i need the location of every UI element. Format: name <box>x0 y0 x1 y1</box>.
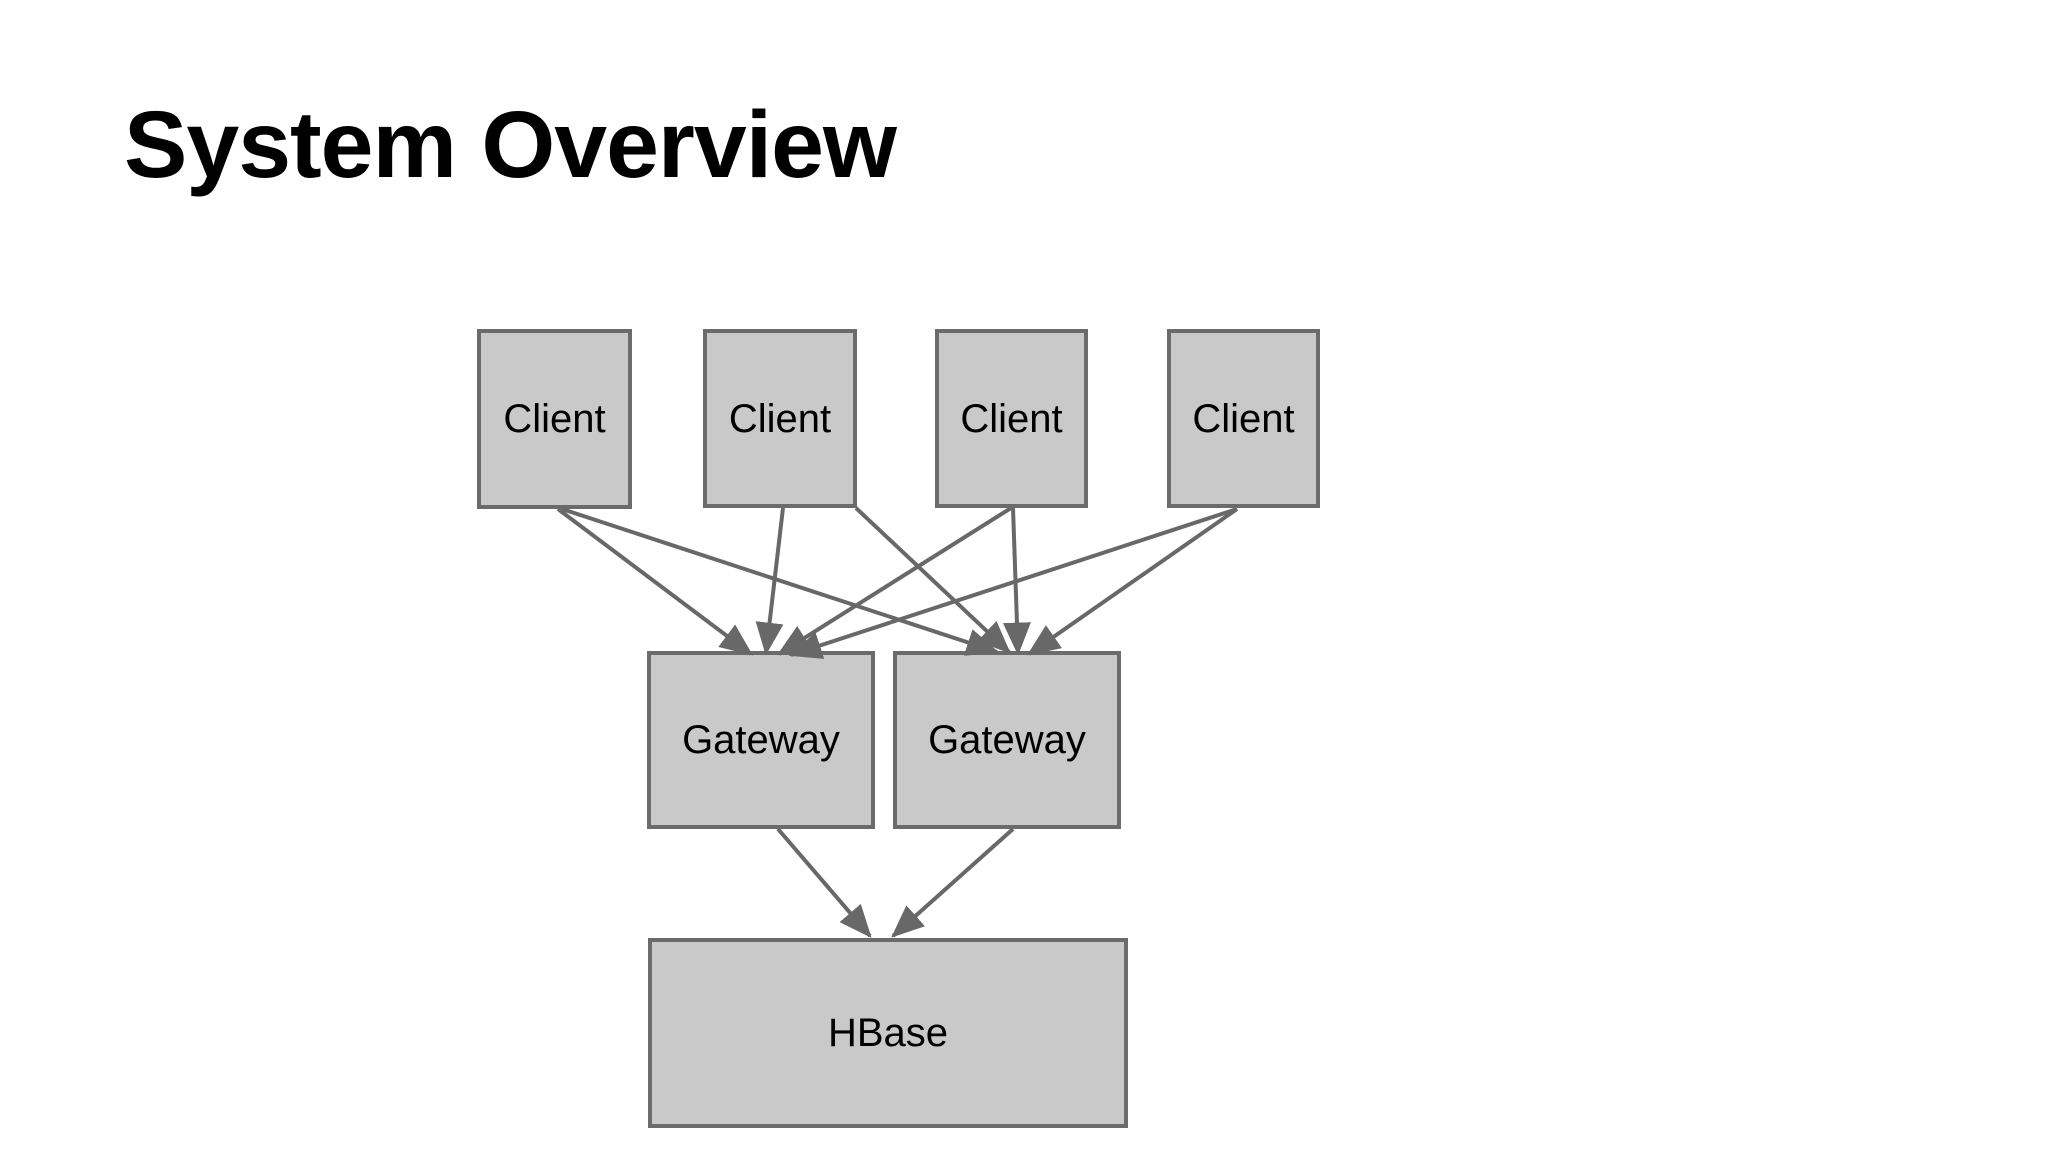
node-label-client-4: Client <box>1192 396 1295 441</box>
node-gateway-2: Gateway <box>893 651 1121 829</box>
node-label-gateway-1: Gateway <box>682 718 840 762</box>
node-label-gateway-2: Gateway <box>928 718 1086 762</box>
node-label-client-3: Client <box>960 396 1063 441</box>
node-client-1: Client <box>477 329 632 509</box>
node-label-hbase: HBase <box>827 1011 949 1055</box>
node-client-4: Client <box>1167 329 1320 508</box>
node-client-2: Client <box>703 329 857 508</box>
node-label-client-2: Client <box>728 396 832 441</box>
node-gateway-1: Gateway <box>647 651 875 829</box>
node-label-client-1: Client <box>503 397 606 441</box>
node-client-3: Client <box>935 329 1088 508</box>
node-hbase: HBase <box>648 938 1128 1128</box>
slide-title: System Overview <box>124 92 897 198</box>
